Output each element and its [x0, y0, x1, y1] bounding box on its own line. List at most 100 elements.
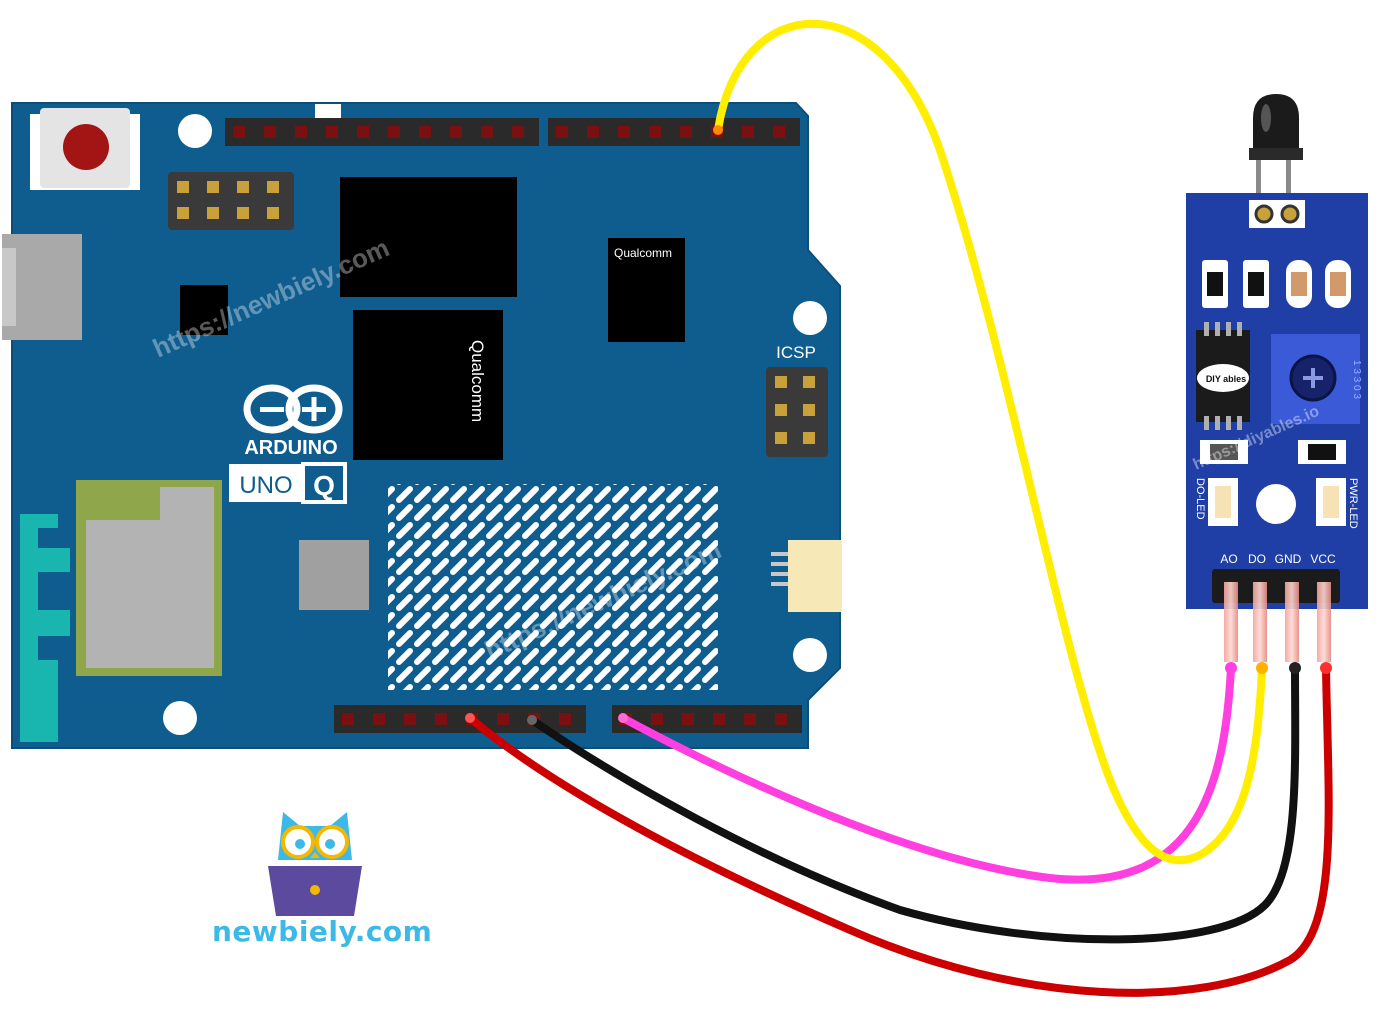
top-header-right-pin: [618, 126, 630, 138]
top-header-left-pin: [357, 126, 369, 138]
bottom-header-left-pin: [559, 713, 571, 725]
top-header-left-pin: [326, 126, 338, 138]
top-header-right-pin: [680, 126, 692, 138]
chip-qualcomm-small-brand: Qualcomm: [614, 246, 672, 260]
small-2x4-header-pin: [237, 207, 249, 219]
top-header-left-pin: [264, 126, 276, 138]
top-header-left: [225, 118, 539, 146]
ao-wire: [619, 664, 1235, 884]
do-wire-board-end: [713, 125, 723, 135]
icsp-header-pin: [775, 432, 787, 444]
icsp-header-pin: [775, 376, 787, 388]
bottom-header-right-pin: [713, 713, 725, 725]
mounting-hole-right-upper: [793, 301, 827, 335]
top-header-left-pin: [450, 126, 462, 138]
bottom-header-right-pin: [682, 713, 694, 725]
small-2x4-header-housing: [168, 172, 294, 230]
small-2x4-header-pin: [267, 207, 279, 219]
vcc-wire-board-end: [465, 713, 475, 723]
small-2x4-header-pin: [267, 181, 279, 193]
smd-components-row: [1202, 260, 1351, 308]
top-header-left-pin: [295, 126, 307, 138]
top-header-right-pin: [742, 126, 754, 138]
smd-lower-row: [1200, 440, 1346, 464]
usb-c-port-inner: [2, 248, 16, 326]
bottom-header-left-pin: [373, 713, 385, 725]
q-badge-text: Q: [313, 470, 335, 501]
ir-flame-led: [1249, 94, 1303, 212]
arduino-uno-q-board: Qualcomm Qualcomm ARDUINO UNO Q ICSP: [2, 102, 842, 749]
wires: [465, 19, 1333, 997]
chip-small-left: [180, 285, 228, 335]
bottom-header-right-pin: [744, 713, 756, 725]
pin-label-ao: AO: [1220, 552, 1237, 566]
potentiometer: 1 3 3 0 3: [1271, 334, 1362, 424]
chip-large-top: [340, 177, 517, 297]
bottom-header-left-pin: [497, 713, 509, 725]
do-led-label: DO-LED: [1194, 478, 1206, 520]
wifi-module: [76, 480, 222, 676]
top-header-left-pin: [233, 126, 245, 138]
newbiely-owl-logo-icon: [268, 812, 362, 916]
top-header-right-housing: [548, 118, 800, 146]
chip-qualcomm-large: [353, 310, 503, 460]
comparator-ic: DIY ables: [1196, 322, 1250, 430]
sensor-pin-header: [1212, 569, 1340, 662]
bottom-header-right-pin: [775, 713, 787, 725]
uno-model-text: UNO: [239, 472, 292, 499]
do-wire-sensor-end: [1256, 662, 1268, 674]
do-wire: [714, 19, 1266, 865]
chip-qualcomm-large-brand: Qualcomm: [468, 340, 487, 422]
top-header-right-pin: [587, 126, 599, 138]
grey-component: [299, 540, 369, 610]
icsp-header-pin: [775, 404, 787, 416]
top-header-left-pin: [481, 126, 493, 138]
icsp-label: ICSP: [776, 343, 816, 362]
ao-wire-sensor-end: [1225, 662, 1237, 674]
mounting-hole-right-lower: [793, 638, 827, 672]
arduino-brand-text: ARDUINO: [244, 437, 337, 459]
bottom-header-left-pin: [342, 713, 354, 725]
arduino-infinity-logo-icon: [243, 384, 343, 434]
led-matrix: [388, 484, 718, 690]
pot-text: 1 3 3 0 3: [1351, 360, 1362, 399]
icsp-header-pin: [803, 432, 815, 444]
reset-button: [30, 108, 140, 190]
gnd-wire-board-end: [527, 715, 537, 725]
bottom-header-right-pin: [651, 713, 663, 725]
vcc-wire: [466, 664, 1333, 997]
ic-logo-text: DIY ables: [1206, 374, 1246, 384]
sensor-mounting-hole: [1256, 484, 1296, 524]
small-2x4-header-pin: [207, 181, 219, 193]
small-2x4-header: [168, 172, 294, 230]
bottom-header-left-pin: [404, 713, 416, 725]
small-2x4-header-pin: [177, 181, 189, 193]
top-header-left-pin: [419, 126, 431, 138]
top-header-left-pin: [512, 126, 524, 138]
pwr-led-label: PWR-LED: [1347, 478, 1359, 529]
uno-label-box: [229, 464, 303, 502]
icsp-header-pin: [803, 404, 815, 416]
top-header-left-pin: [388, 126, 400, 138]
small-2x4-header-pin: [207, 207, 219, 219]
mounting-hole-top-left: [178, 114, 212, 148]
pwr-led: [1316, 478, 1346, 526]
newbiely-logo-text: newbiely.com: [212, 915, 433, 948]
bottom-header-left-pin: [435, 713, 447, 725]
icsp-header: [766, 367, 828, 457]
do-led: [1208, 478, 1238, 526]
top-header-right-pin: [773, 126, 785, 138]
chip-qualcomm-small: [608, 238, 685, 342]
gnd-wire-sensor-end: [1289, 662, 1301, 674]
board-top-tab: [315, 104, 341, 118]
vcc-wire-sensor-end: [1320, 662, 1332, 674]
gnd-wire: [528, 664, 1300, 944]
q-badge-box: [301, 462, 347, 504]
ao-wire-board-end: [618, 713, 628, 723]
pin-label-gnd: GND: [1275, 552, 1302, 566]
icsp-header-pin: [803, 376, 815, 388]
pin-label-vcc: VCC: [1310, 552, 1336, 566]
antenna-trace: [20, 514, 70, 742]
